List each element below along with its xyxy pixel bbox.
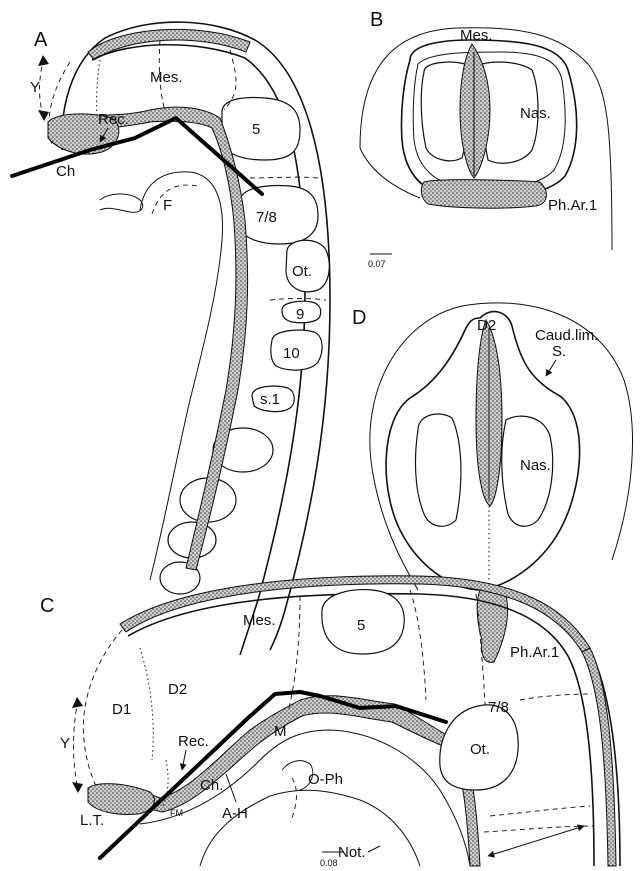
panel-c-lower-contour-2 xyxy=(200,790,420,866)
panel-c-ch-label: Ch. xyxy=(200,777,223,794)
panel-b-letter: B xyxy=(370,9,383,31)
panel-a-r78-label: 7/8 xyxy=(256,209,277,226)
panel-a-y-arrowhead-top xyxy=(38,55,49,66)
panel-a-mes-label: Mes. xyxy=(150,69,183,86)
panel-c-scale-label: 0.08 xyxy=(320,858,338,868)
panel-b-mes-label: Mes. xyxy=(460,27,493,44)
panel-c-r5-label: 5 xyxy=(357,617,365,634)
panel-c-y-label: Y xyxy=(60,735,70,752)
panel-a-y-extent xyxy=(40,58,45,118)
panel-a-letter: A xyxy=(34,29,48,51)
panel-b-scale-label: 0.07 xyxy=(368,259,386,269)
panel-d-letter: D xyxy=(352,307,366,329)
panel-b-pharyngeal-arch xyxy=(421,180,546,208)
panel-a-boundary xyxy=(270,299,326,301)
panel-c-m-label: M xyxy=(274,723,287,740)
panel-c-y-extent xyxy=(74,700,79,790)
panel-c-ot-label: Ot. xyxy=(470,741,490,758)
panel-c-letter: C xyxy=(40,595,54,617)
panel-c-oph-label: O-Ph xyxy=(308,771,343,788)
panel-a-r10-label: 10 xyxy=(283,345,300,362)
panel-c-boundary xyxy=(410,590,426,700)
panel-a-s1-label: s.1 xyxy=(260,391,280,408)
panel-c-lt-label: L.T. xyxy=(80,812,104,829)
panel-a-y-arrowhead-bottom xyxy=(38,110,49,121)
panel-c-d2-label: D2 xyxy=(168,681,187,698)
panel-b-outer-body-left xyxy=(360,148,420,198)
panel-c-r78-label: 7/8 xyxy=(488,699,509,716)
panel-c-boundary xyxy=(484,826,594,832)
panel-c-oph-dash xyxy=(290,778,296,822)
panel-d-caud-label: Caud.lim. xyxy=(535,327,598,344)
panel-d-cavity-left xyxy=(416,414,461,526)
panel-c-chiasm xyxy=(88,784,154,815)
panel-c: C 5 Ot. Y xyxy=(40,576,620,868)
panel-b-nas-label: Nas. xyxy=(520,105,551,122)
panel-b: B Mes. Nas. Ph.Ar.1 0.07 xyxy=(360,9,612,269)
panel-c-ah-label: A-H xyxy=(222,805,248,822)
panel-d-nas-label: Nas. xyxy=(520,457,551,474)
panel-a-left-flap xyxy=(100,194,143,212)
panel-a-ot-label: Ot. xyxy=(292,263,312,280)
panel-c-dorsal-rim-caudal xyxy=(582,648,616,866)
panel-a: A 5 7/8 Ot. 9 10 s.1 xyxy=(12,22,330,655)
panel-a-foregut-dash xyxy=(152,185,198,214)
panel-c-not-pointer xyxy=(368,846,380,852)
panel-c-floor-plate xyxy=(92,696,480,866)
panel-c-y-arrowhead-bottom xyxy=(72,782,83,793)
panel-c-boundary xyxy=(490,806,590,816)
panel-d-d2-label: D2 xyxy=(477,317,496,334)
panel-a-boundary xyxy=(250,177,318,178)
panel-b-pharc-label: Ph.Ar.1 xyxy=(548,197,597,214)
panel-a-r78 xyxy=(238,186,318,244)
panel-c-rec-pointer xyxy=(182,750,186,770)
panel-d-caud-s-label: S. xyxy=(552,343,566,360)
panel-d-caud-pointer xyxy=(546,360,556,376)
panel-d-pharc-label: Ph.Ar.1 xyxy=(510,644,559,661)
panel-d-outer-body-bottom xyxy=(372,468,418,590)
panel-a-ch-label: Ch xyxy=(56,163,75,180)
panel-c-fm-label: FM xyxy=(170,808,183,818)
panel-c-d1-label: D1 xyxy=(112,701,131,718)
panel-c-mes-label: Mes. xyxy=(243,612,276,629)
panel-c-y-arrowhead-top xyxy=(72,697,83,708)
panel-c-rec-label: Rec. xyxy=(178,733,209,750)
panel-a-y-label: Y xyxy=(30,79,40,96)
panel-a-r5-label: 5 xyxy=(252,121,260,138)
panel-a-f-label: F xyxy=(163,197,172,214)
panel-a-r9-label: 9 xyxy=(296,306,304,323)
panel-c-dotted-line xyxy=(140,648,153,760)
panel-a-rec-label: Rec. xyxy=(98,111,129,128)
panel-a-r5 xyxy=(222,98,300,160)
